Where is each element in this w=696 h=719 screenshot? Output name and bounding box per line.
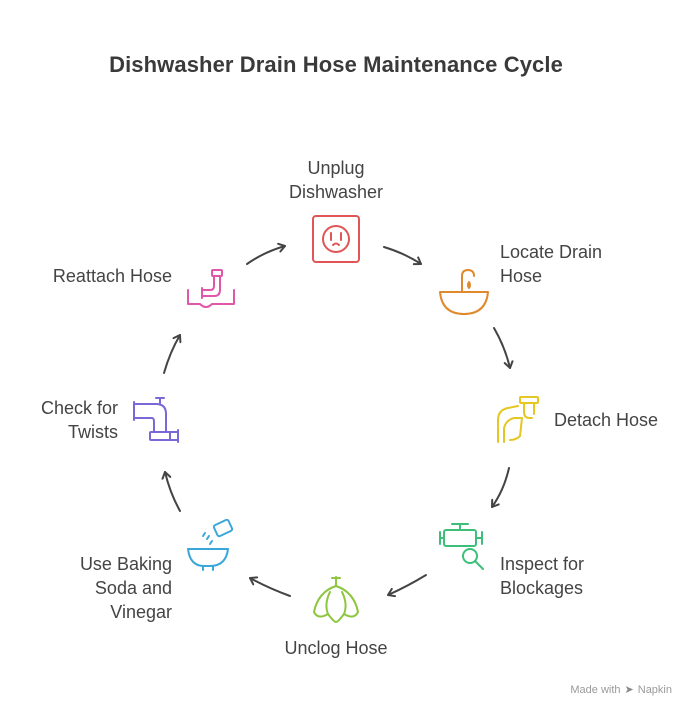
- step-label-line: Check for: [40, 398, 118, 418]
- cycle-arrow: [163, 334, 182, 374]
- cycle-arrow: [387, 574, 427, 598]
- step-label-line: Locate Drain: [500, 242, 603, 262]
- step-label-line: Detach Hose: [554, 410, 659, 430]
- bowl-shaker-icon: [187, 518, 234, 571]
- napkin-logo-icon: ➤: [624, 684, 634, 696]
- step-label-line: Vinegar: [110, 602, 172, 622]
- step-label-unclog: Unclog Hose: [236, 636, 436, 660]
- step-label-detach: Detach Hose: [554, 408, 658, 432]
- step-label-line: Dishwasher: [288, 182, 384, 202]
- step-label-locate: Locate Drain Hose: [500, 240, 602, 288]
- brand-label: Napkin: [637, 683, 672, 696]
- cycle-arrow: [249, 576, 291, 597]
- made-with-label: Made with: [570, 683, 621, 696]
- step-label-line: Blockages: [500, 578, 584, 598]
- step-label-reattach: Reattach Hose: [0, 264, 172, 288]
- step-label-line: Twists: [67, 422, 118, 442]
- step-label-twists: Check for Twists: [0, 396, 118, 444]
- plunger-icon: [313, 576, 359, 623]
- hand-pipe-icon: [497, 396, 539, 443]
- step-label-inspect: Inspect for Blockages: [500, 552, 584, 600]
- pipe-fitting-icon: [187, 269, 235, 308]
- step-label-line: Unclog Hose: [284, 638, 388, 658]
- electrical-outlet-icon: [312, 215, 360, 263]
- diagram-title: Dishwasher Drain Hose Maintenance Cycle: [109, 52, 563, 77]
- pipe-magnifier-icon: [439, 523, 484, 570]
- step-label-line: Use Baking: [79, 554, 172, 574]
- step-label-unplug: Unplug Dishwasher: [236, 156, 436, 204]
- step-label-line: Reattach Hose: [52, 266, 172, 286]
- cycle-arrow: [383, 246, 422, 266]
- footer-credit: Made with ➤ Napkin: [570, 683, 672, 697]
- cycle-arrow: [161, 471, 181, 512]
- cycle-arrow: [491, 467, 510, 508]
- step-label-baking: Use Baking Soda and Vinegar: [22, 552, 172, 624]
- sink-faucet-icon: [439, 269, 489, 315]
- step-label-line: Soda and: [94, 578, 172, 598]
- step-label-line: Unplug: [307, 158, 365, 178]
- cycle-arrow: [246, 242, 286, 265]
- step-label-line: Hose: [500, 266, 543, 286]
- twisted-pipe-icon: [133, 397, 179, 443]
- step-label-line: Inspect for: [500, 554, 585, 574]
- cycle-arrow: [493, 327, 514, 369]
